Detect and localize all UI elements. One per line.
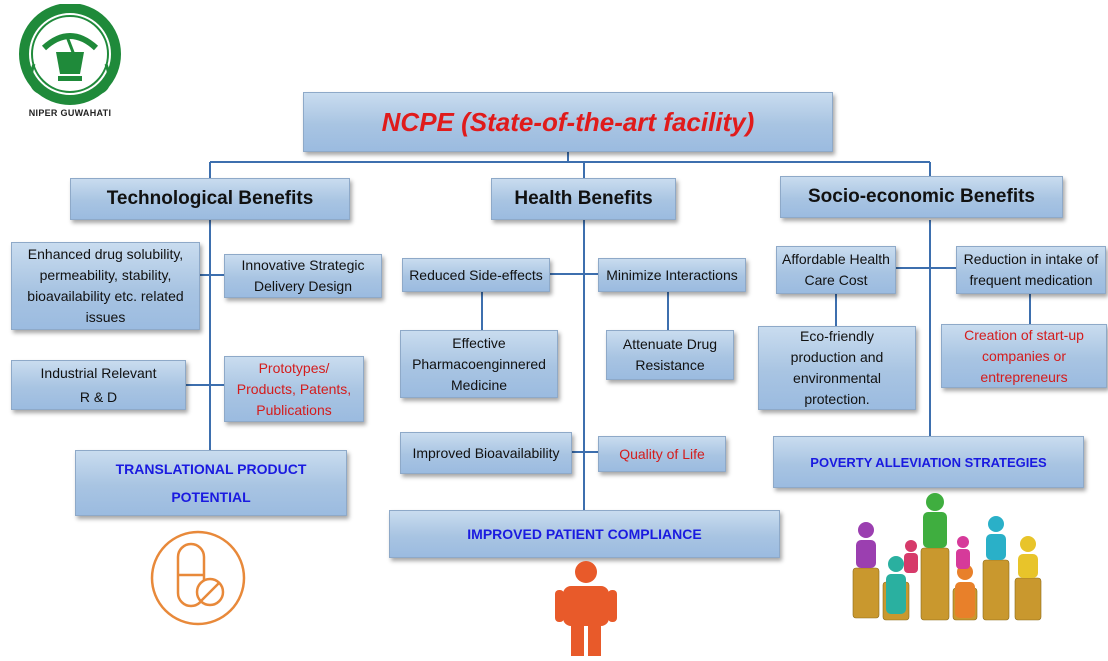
- title-text: NCPE (State-of-the-art facility): [381, 106, 755, 137]
- tech-industrial-line1: Industrial Relevant: [40, 365, 157, 381]
- socio-eco-box: Eco-friendly production and environmenta…: [758, 326, 916, 410]
- tech-outcome-line1: TRANSLATIONAL PRODUCT: [115, 461, 307, 477]
- tech-outcome-line2: POTENTIAL: [171, 489, 251, 505]
- socio-startup-line3: entrepreneurs: [980, 368, 1068, 385]
- niper-emblem-icon: [19, 3, 121, 105]
- health-quality-box: Quality of Life: [598, 436, 726, 472]
- tech-industrial-line2: R & D: [79, 389, 118, 405]
- socio-startup-line2: companies or: [981, 347, 1067, 364]
- health-attenuate-line2: Resistance: [635, 357, 705, 373]
- socio-reduction-box: Reduction in intake of frequent medicati…: [956, 246, 1106, 294]
- title-box: NCPE (State-of-the-art facility): [303, 92, 833, 152]
- socio-affordable-box: Affordable Health Care Cost: [776, 246, 896, 294]
- tech-header-box: Technological Benefits: [70, 178, 350, 220]
- socio-outcome-box: POVERTY ALLEVIATION STRATEGIES: [773, 436, 1084, 488]
- socio-header-box: Socio-economic Benefits: [780, 176, 1063, 218]
- tech-prototypes-line3: Publications: [256, 401, 332, 418]
- health-bioavailability-box: Improved Bioavailability: [400, 432, 572, 474]
- niper-logo: NIPER GUWAHATI: [10, 3, 130, 122]
- tech-solubility-text: Enhanced drug solubility, permeability, …: [27, 246, 184, 325]
- tech-prototypes-line2: Products, Patents,: [236, 380, 352, 397]
- health-side-effects-box: Reduced Side-effects: [402, 258, 550, 292]
- pill-capsule-icon: [148, 528, 248, 628]
- health-quality-text: Quality of Life: [619, 445, 705, 462]
- socio-eco-line2: production and: [790, 349, 884, 365]
- socio-affordable-line1: Affordable Health: [782, 251, 890, 267]
- people-on-coins-icon: [843, 490, 1061, 630]
- health-outcome-text: IMPROVED PATIENT COMPLIANCE: [467, 526, 702, 542]
- health-side-effects-text: Reduced Side-effects: [409, 266, 543, 283]
- logo-caption: NIPER GUWAHATI: [28, 108, 112, 118]
- socio-outcome-text: POVERTY ALLEVIATION STRATEGIES: [810, 454, 1047, 470]
- health-outcome-box: IMPROVED PATIENT COMPLIANCE: [389, 510, 780, 558]
- health-attenuate-box: Attenuate Drug Resistance: [606, 330, 734, 380]
- health-interactions-box: Minimize Interactions: [598, 258, 746, 292]
- health-interactions-text: Minimize Interactions: [606, 266, 738, 283]
- socio-eco-line3: environmental: [793, 370, 881, 386]
- tech-industrial-box: Industrial Relevant R & D: [11, 360, 186, 410]
- health-effective-line1: Effective: [452, 334, 506, 351]
- tech-prototypes-line1: Prototypes/: [258, 359, 330, 376]
- health-effective-box: Effective Pharmacoenginnered Medicine: [400, 330, 558, 398]
- socio-startup-line1: Creation of start-up: [964, 326, 1084, 343]
- socio-header: Socio-economic Benefits: [808, 186, 1035, 207]
- tech-delivery-box: Innovative Strategic Delivery Design: [224, 254, 382, 298]
- tech-prototypes-box: Prototypes/ Products, Patents, Publicati…: [224, 356, 364, 422]
- socio-reduction-line2: frequent medication: [969, 272, 1093, 288]
- tech-solubility-box: Enhanced drug solubility, permeability, …: [11, 242, 200, 330]
- socio-eco-line1: Eco-friendly: [800, 328, 874, 344]
- person-icon: [555, 560, 617, 656]
- health-attenuate-line1: Attenuate Drug: [622, 336, 718, 352]
- socio-startup-box: Creation of start-up companies or entrep…: [941, 324, 1107, 388]
- health-effective-line2: Pharmacoenginnered: [412, 355, 546, 372]
- tech-header: Technological Benefits: [106, 188, 314, 209]
- socio-reduction-line1: Reduction in intake of: [963, 251, 1099, 267]
- health-header: Health Benefits: [514, 188, 653, 209]
- tech-outcome-box: TRANSLATIONAL PRODUCT POTENTIAL: [75, 450, 347, 516]
- health-bioavailability-text: Improved Bioavailability: [412, 444, 560, 461]
- health-effective-line3: Medicine: [450, 376, 508, 393]
- socio-eco-line4: protection.: [804, 391, 870, 407]
- health-header-box: Health Benefits: [491, 178, 676, 220]
- tech-delivery-text: Innovative Strategic Delivery Design: [241, 257, 365, 294]
- socio-affordable-line2: Care Cost: [804, 272, 868, 288]
